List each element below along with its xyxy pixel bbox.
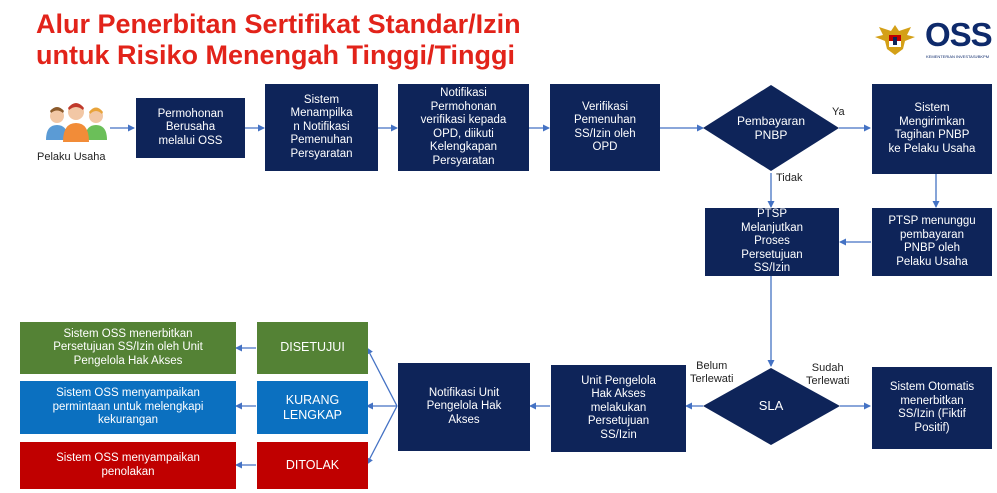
result-ditolak: DITOLAK [257, 442, 368, 489]
step-ptsp-menunggu-pembayaran: PTSP menunggu pembayaran PNBP oleh Pelak… [872, 208, 992, 276]
actor-label: Pelaku Usaha [37, 151, 106, 163]
oss-logo-subtitle: KEMENTERIAN INVESTASI/BKPM [926, 54, 990, 59]
decision-pnbp-label: Pembayaran PNBP [736, 114, 806, 142]
step-unit-pengelola-persetujuan: Unit Pengelola Hak Akses melakukan Perse… [551, 365, 686, 452]
result-disetujui: DISETUJUI [257, 322, 368, 374]
pnbp-decision-diamond [703, 85, 839, 171]
sla-decision-diamond [703, 368, 840, 445]
result-kurang-lengkap: KURANG LENGKAP [257, 381, 368, 434]
step-notifikasi-verifikasi-opd: Notifikasi Permohonan verifikasi kepada … [398, 84, 529, 171]
edge-label-ya: Ya [832, 106, 845, 118]
arrow-notifikasi-disetujui [366, 347, 398, 407]
edge-label-tidak: Tidak [776, 172, 803, 184]
step-notifikasi-unit-pengelola: Notifikasi Unit Pengelola Hak Akses [398, 363, 530, 451]
page-title-line-2: untuk Risiko Menengah Tinggi/Tinggi [36, 40, 515, 70]
page-title-line-1: Alur Penerbitan Sertifikat Standar/Izin [36, 9, 521, 39]
decision-sla-label: SLA [758, 398, 784, 413]
garuda-emblem-icon [875, 25, 915, 55]
oss-logo-text: OSS [925, 16, 993, 53]
edge-label-sudah-terlewati: Sudah Terlewati [806, 362, 850, 387]
outcome-disetujui: Sistem OSS menerbitkan Persetujuan SS/Iz… [20, 322, 236, 374]
step-sistem-menampilkan-notifikasi: Sistem Menampilka n Notifikasi Pemenuhan… [265, 84, 378, 171]
arrow-notifikasi-ditolak [366, 405, 398, 465]
edge-label-belum-terlewati: Belum Terlewati [690, 360, 734, 385]
outcome-kurang-lengkap: Sistem OSS menyampaikan permintaan untuk… [20, 381, 236, 434]
step-verifikasi-pemenuhan: Verifikasi Pemenuhan SS/Izin oleh OPD [550, 84, 660, 171]
step-sistem-mengirimkan-tagihan: Sistem Mengirimkan Tagihan PNBP ke Pelak… [872, 84, 992, 174]
outcome-ditolak: Sistem OSS menyampaikan penolakan [20, 442, 236, 489]
people-group-icon [46, 103, 107, 142]
step-sistem-otomatis: Sistem Otomatis menerbitkan SS/Izin (Fik… [872, 367, 992, 449]
step-ptsp-melanjutkan: PTSP Melanjutkan Proses Persetujuan SS/I… [705, 208, 839, 276]
step-permohonan-berusaha: Permohonan Berusaha melalui OSS [136, 98, 245, 158]
